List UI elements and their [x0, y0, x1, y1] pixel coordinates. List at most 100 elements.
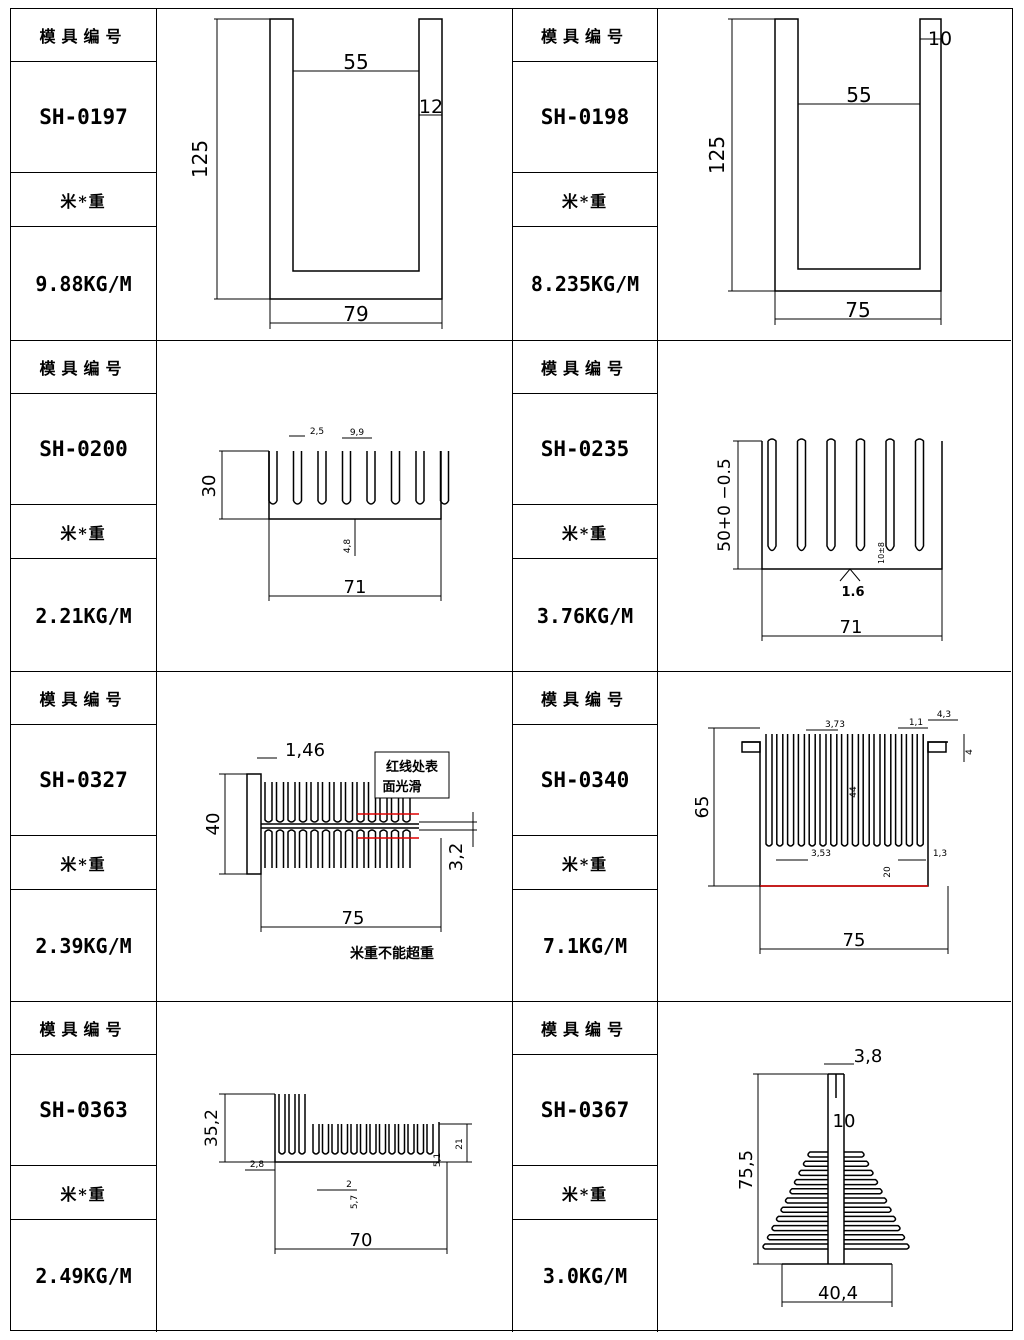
- weight-title: 米*重: [512, 173, 657, 227]
- fin: [350, 1124, 358, 1155]
- fin: [312, 1124, 320, 1155]
- note-red-line-1: 红线处表: [386, 759, 439, 775]
- dim-fin2: 1,3: [933, 849, 947, 859]
- fin: [367, 829, 377, 868]
- dim-width: 71: [344, 577, 367, 598]
- mold-code: SH-0327: [11, 725, 156, 836]
- weight-title: 米*重: [11, 836, 156, 890]
- dim-fin: 1,46: [285, 740, 325, 761]
- fin: [807, 1151, 828, 1158]
- mold-number-header: 模具编号: [512, 672, 657, 725]
- mold-code: SH-0235: [512, 394, 657, 505]
- fin: [762, 1243, 828, 1250]
- fin: [826, 438, 836, 552]
- mold-number-header: 模具编号: [512, 9, 657, 62]
- fin: [407, 1124, 415, 1155]
- fin: [288, 1094, 296, 1155]
- fin: [369, 1124, 377, 1155]
- weight-title: 米*重: [11, 505, 156, 559]
- fin: [298, 782, 308, 823]
- dim-height: 125: [705, 136, 729, 174]
- weight-value: 2.39KG/M: [35, 934, 132, 958]
- fin: [885, 438, 895, 552]
- dim-slot: 3,8: [854, 1046, 883, 1067]
- dim-base-note: 1.6: [841, 585, 864, 600]
- fin: [766, 1234, 828, 1241]
- catalog-row: 模具编号 SH-0327 米*重 2.39KG/M 40 1,46 3,2 红线…: [11, 671, 1011, 1002]
- fin: [268, 500, 278, 505]
- fin: [786, 734, 795, 847]
- fin: [784, 1197, 828, 1204]
- dim-gap2: 3,53: [811, 849, 831, 859]
- profile-drawing-sh0200: 30 2,5 9,9 4,8 71: [156, 341, 512, 672]
- fin: [793, 1178, 828, 1186]
- dim-width: 40,4: [818, 1283, 858, 1304]
- dim-height: 65: [692, 796, 713, 819]
- weight-title: 米*重: [11, 1166, 156, 1220]
- fin: [333, 782, 342, 823]
- mold-number-header: 模具编号: [11, 672, 156, 725]
- weight-title: 米*重: [11, 173, 156, 227]
- dim-height: 35,2: [202, 1109, 222, 1147]
- fin: [844, 1188, 883, 1195]
- dim-width: 70: [350, 1230, 373, 1251]
- mold-code: SH-0367: [512, 1055, 657, 1166]
- fin: [264, 782, 273, 823]
- weight-value: 7.1KG/M: [512, 890, 657, 1002]
- fin: [416, 1124, 425, 1155]
- fin: [415, 451, 425, 501]
- weight-value: 2.49KG/M: [35, 1264, 132, 1288]
- fin: [390, 451, 401, 501]
- fin: [341, 500, 352, 505]
- mold-number-header: 模具编号: [512, 341, 657, 394]
- weight-title: 米*重: [512, 505, 657, 559]
- fin: [855, 438, 866, 552]
- dim-height: 125: [188, 140, 212, 178]
- dim-fin: 2,5: [310, 427, 324, 437]
- fin: [796, 438, 807, 552]
- mold-code: SH-0200: [11, 394, 156, 505]
- weight-value: 3.76KG/M: [512, 559, 657, 672]
- center-slot: [261, 823, 419, 829]
- fin: [844, 1178, 879, 1186]
- fin: [802, 1160, 828, 1167]
- dim-height: 50+0 −0.5: [715, 458, 735, 551]
- dim-left: 2,8: [250, 1160, 265, 1170]
- fin: [390, 782, 400, 823]
- mold-number-header: 模具编号: [11, 9, 156, 62]
- fin: [275, 782, 285, 823]
- dim-fin1: 1,1: [909, 718, 923, 728]
- dim-base: 20: [883, 866, 893, 878]
- fin: [439, 500, 450, 505]
- fin: [830, 734, 838, 847]
- fin: [298, 1094, 306, 1155]
- fin: [366, 451, 376, 501]
- profile-drawing-sh0197: 125 55 12 79: [156, 9, 512, 340]
- mold-code: SH-0340: [512, 725, 657, 836]
- fin: [894, 734, 903, 847]
- fin: [873, 734, 881, 847]
- catalog-row: 模具编号 SH-0200 米*重 2.21KG/M 30 2,5 9,9 4,8…: [11, 340, 1011, 672]
- fin: [844, 1243, 910, 1250]
- fin: [287, 782, 296, 823]
- dim-base: 4,8: [343, 539, 353, 554]
- fin: [844, 1197, 888, 1204]
- fin: [789, 1188, 828, 1195]
- fin: [767, 438, 777, 552]
- fin: [851, 734, 860, 847]
- fin: [287, 829, 296, 868]
- fin: [356, 782, 365, 823]
- dim-fin: 2: [346, 1180, 352, 1190]
- weight-value: 9.88KG/M: [35, 271, 132, 296]
- fin: [397, 1124, 406, 1155]
- fin: [808, 734, 816, 847]
- mold-number-header: 模具编号: [11, 1002, 156, 1055]
- fin: [344, 829, 354, 868]
- fin: [292, 500, 303, 505]
- fin: [776, 734, 784, 847]
- weight-value: 2.21KG/M: [35, 603, 132, 628]
- fin: [321, 782, 331, 823]
- fin: [844, 1151, 865, 1158]
- mold-number-header: 模具编号: [512, 1002, 657, 1055]
- fin: [819, 734, 827, 847]
